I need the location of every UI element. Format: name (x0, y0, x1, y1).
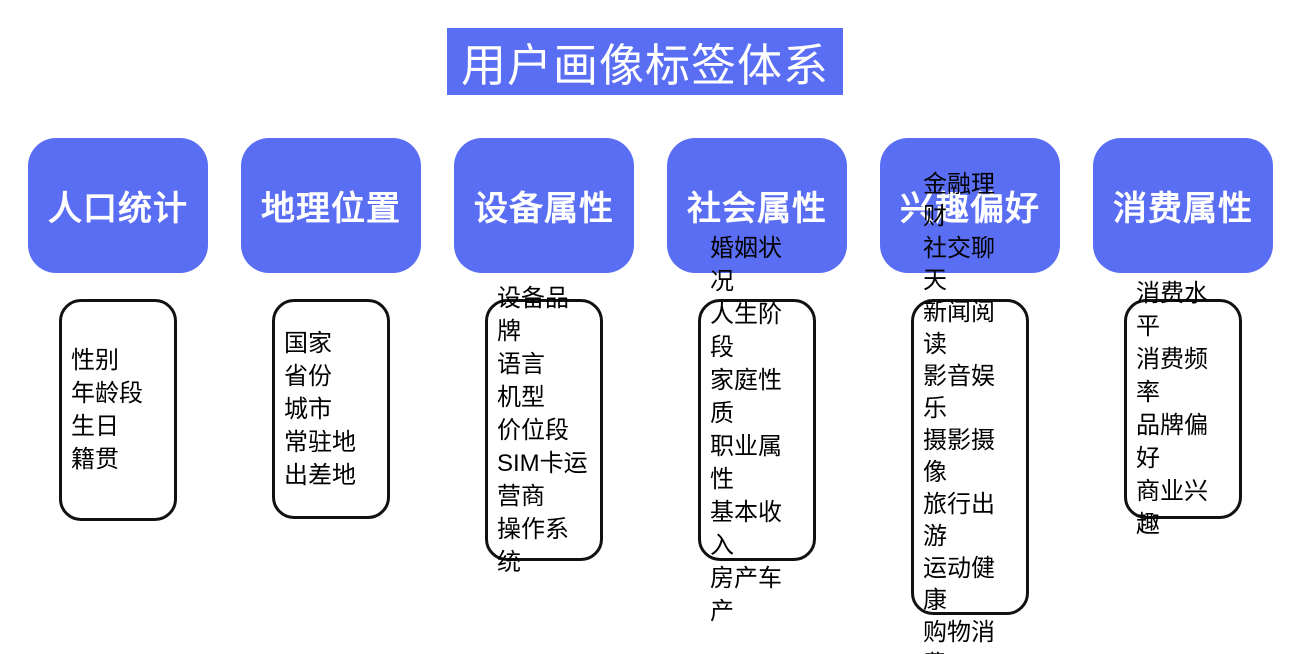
tag-item: 购物消费 (923, 619, 995, 654)
category-header-geo-location: 地理位置 (241, 138, 421, 273)
tag-item: 城市 (284, 395, 332, 423)
category-header-interest-preferences: 兴趣偏好 (880, 138, 1060, 273)
category-header-consumption-attributes: 消费属性 (1093, 138, 1273, 273)
tag-item: 品牌偏好 (1136, 412, 1208, 472)
tag-item: 基本收入 (710, 499, 782, 559)
tag-column-geo-location: 地理位置 国家省份城市常驻地出差地 (241, 138, 421, 615)
category-header-device-attributes: 设备属性 (454, 138, 634, 273)
tag-columns: 人口统计 性别年龄段生日籍贯 地理位置 国家省份城市常驻地出差地 设备属性 设备… (28, 138, 1273, 654)
diagram-title: 用户画像标签体系 (447, 28, 843, 95)
tag-item: 运动健康 (923, 555, 995, 614)
tag-item: 机型 (497, 383, 545, 411)
category-items-box-geo-location: 国家省份城市常驻地出差地 (272, 299, 390, 519)
tag-item: 职业属性 (710, 433, 782, 493)
tag-item: 设备品牌 (497, 284, 569, 345)
tag-item: 影音娱乐 (923, 363, 995, 422)
tag-item: 常驻地 (284, 428, 356, 456)
tag-item: 婚姻状况 (710, 235, 782, 295)
category-items-box-interest-preferences: 金融理财社交聊天新闻阅读影音娱乐摄影摄像旅行出游运动健康购物消费学习教育 (911, 171, 1029, 654)
category-items-box-social-attributes: 婚姻状况人生阶段家庭性质职业属性基本收入房产车产 (698, 235, 816, 625)
category-items-box-device-attributes: 设备品牌语言机型价位段 SIM卡运营商操作系统 (485, 285, 603, 576)
category-items-box-consumption-attributes: 消费水平消费频率品牌偏好商业兴趣 (1124, 280, 1242, 538)
tag-item: 商业兴趣 (1136, 478, 1208, 538)
tag-item: 生日 (71, 413, 119, 440)
tag-item: 新闻阅读 (923, 299, 995, 358)
tag-item: 籍贯 (71, 446, 119, 473)
tag-item: 旅行出游 (923, 491, 995, 550)
category-items-box-demographics: 性别年龄段生日籍贯 (59, 299, 177, 521)
tag-item: 金融理财 (923, 171, 995, 230)
category-header-demographics: 人口统计 (28, 138, 208, 273)
tag-item: 房产车产 (710, 565, 782, 625)
tag-item: SIM卡运营商 (497, 449, 588, 510)
tag-column-social-attributes: 社会属性 婚姻状况人生阶段家庭性质职业属性基本收入房产车产 (667, 138, 847, 625)
category-header-social-attributes: 社会属性 (667, 138, 847, 273)
tag-item: 语言 (497, 350, 545, 378)
tag-item: 省份 (284, 362, 332, 390)
tag-item: 操作系统 (497, 515, 569, 576)
tag-item: 家庭性质 (710, 367, 782, 427)
tag-item: 消费频率 (1136, 346, 1208, 406)
tag-item: 国家 (284, 329, 332, 357)
tag-item: 性别 (71, 347, 119, 374)
tag-item: 价位段 (497, 416, 569, 444)
tag-item: 社交聊天 (923, 235, 995, 294)
tag-column-consumption-attributes: 消费属性 消费水平消费频率品牌偏好商业兴趣 (1093, 138, 1273, 615)
tag-item: 出差地 (284, 461, 356, 489)
tag-column-interest-preferences: 兴趣偏好 金融理财社交聊天新闻阅读影音娱乐摄影摄像旅行出游运动健康购物消费学习教… (880, 138, 1060, 654)
tag-item: 消费水平 (1136, 280, 1208, 340)
tag-item: 人生阶段 (710, 301, 782, 361)
tag-column-device-attributes: 设备属性 设备品牌语言机型价位段 SIM卡运营商操作系统 (454, 138, 634, 615)
tag-item: 年龄段 (71, 380, 143, 407)
tag-item: 摄影摄像 (923, 427, 995, 486)
tag-column-demographics: 人口统计 性别年龄段生日籍贯 (28, 138, 208, 615)
